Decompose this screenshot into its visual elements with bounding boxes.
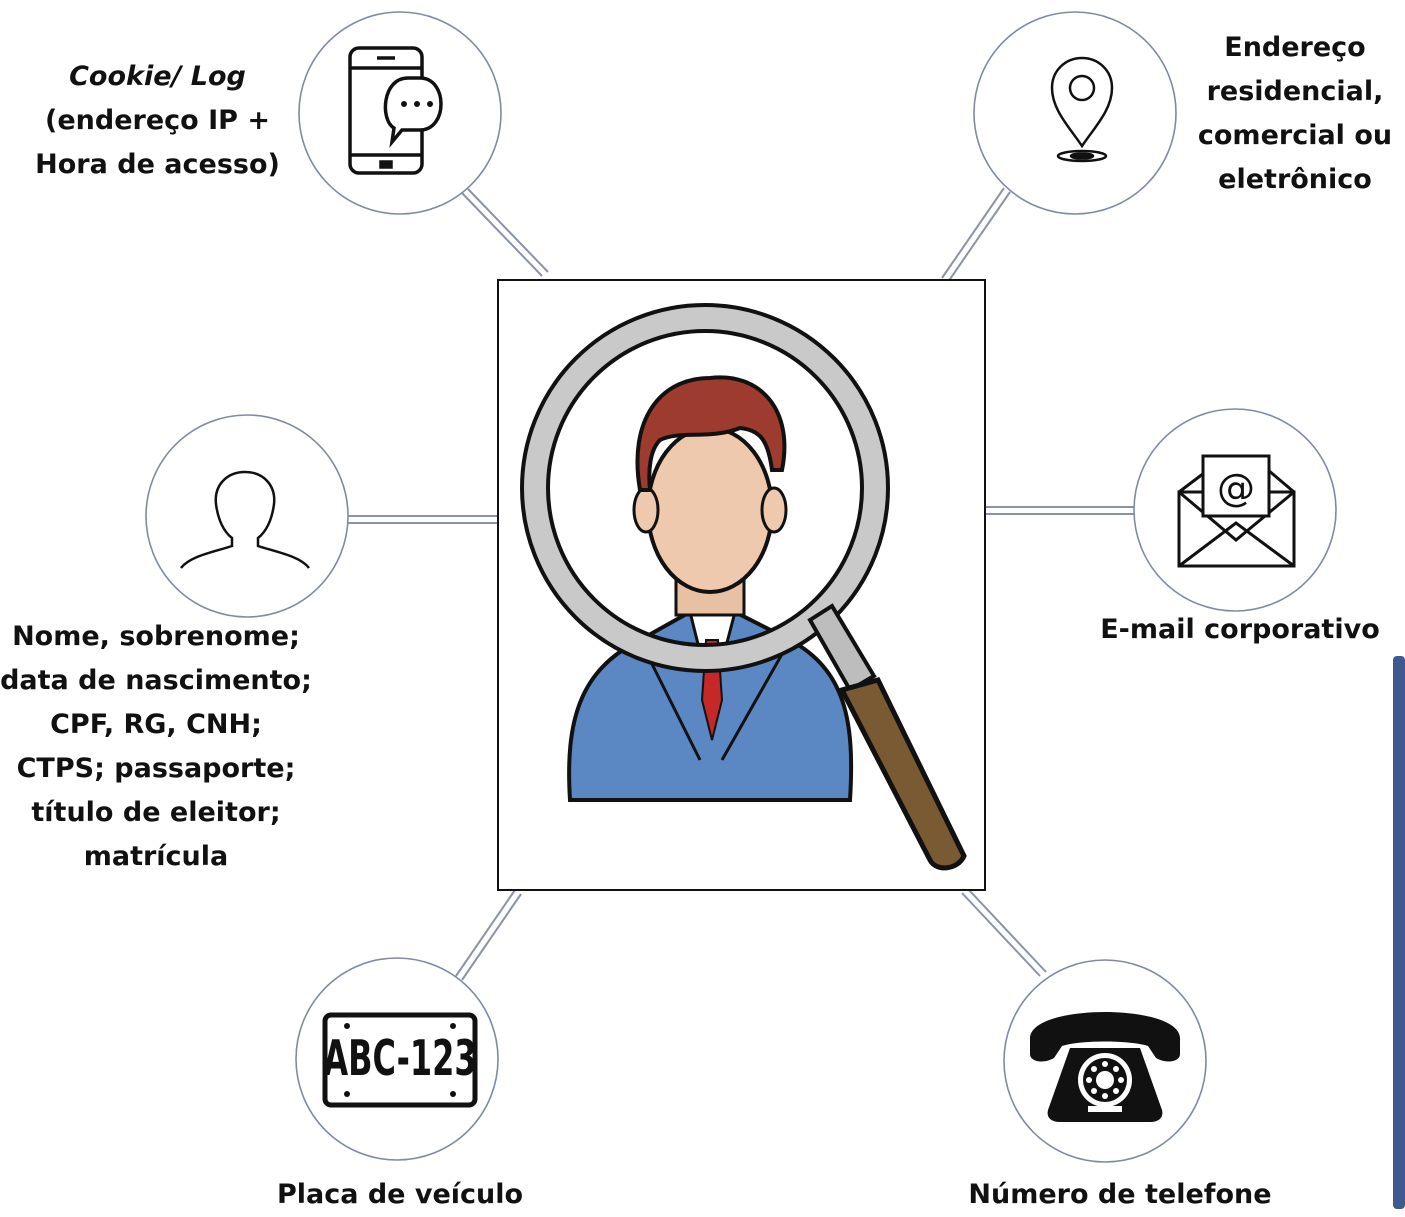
center-image: [497, 279, 986, 891]
label-placa: Placa de veículo: [260, 1173, 540, 1217]
label-email-line-1: E-mail corporativo: [1100, 614, 1380, 645]
connector-endereco: [941, 187, 1011, 283]
label-nome-line-3: CPF, RG, CNH;: [50, 709, 262, 740]
label-nome: Nome, sobrenome; data de nascimento; CPF…: [0, 615, 312, 879]
svg-text:@: @: [1217, 466, 1255, 510]
envelope-at-icon: @: [1177, 454, 1296, 568]
license-plate-icon: ABC-123: [322, 1012, 478, 1108]
person-outline-icon: [180, 470, 310, 569]
connector-placa: [455, 889, 522, 981]
label-cookie-line-3: Hora de acesso): [35, 149, 280, 180]
smartphone-chat-icon: [348, 46, 443, 175]
rotary-telephone-icon: [1029, 1012, 1181, 1122]
label-cookie-line-2: (endereço IP +: [45, 105, 270, 136]
label-cookie: Cookie/ Log (endereço IP + Hora de acess…: [20, 55, 295, 187]
connector-email: [986, 506, 1134, 515]
connector-cookie: [461, 188, 549, 277]
label-cookie-line-1: Cookie/ Log: [69, 61, 246, 92]
person-magnifying-glass-icon: [520, 303, 967, 871]
accent-bar: [1393, 656, 1405, 1209]
label-email: E-mail corporativo: [1090, 608, 1390, 652]
label-placa-line-1: Placa de veículo: [276, 1179, 524, 1210]
label-endereco-line-2: residencial,: [1206, 76, 1384, 107]
node-circle-nome: [145, 414, 349, 618]
label-endereco-line-1: Endereço: [1224, 32, 1366, 63]
connectors: [348, 187, 1134, 981]
label-nome-line-4: CTPS; passaporte;: [16, 753, 296, 784]
label-endereco-line-3: comercial ou: [1197, 120, 1393, 151]
label-telefone-line-1: Número de telefone: [968, 1179, 1272, 1210]
connector-nome: [348, 515, 497, 524]
label-nome-line-2: data de nascimento;: [0, 665, 312, 696]
label-endereco-line-4: eletrônico: [1218, 164, 1372, 195]
location-pin-icon: [1050, 56, 1114, 163]
label-nome-line-1: Nome, sobrenome;: [12, 621, 300, 652]
connector-telefone: [961, 888, 1047, 977]
label-endereco: Endereço residencial, comercial ou eletr…: [1185, 26, 1405, 202]
label-nome-line-6: matrícula: [83, 841, 229, 872]
label-nome-line-5: título de eleitor;: [31, 797, 281, 828]
plate-text: ABC-123: [323, 1030, 476, 1087]
node-circle-endereco: [973, 11, 1177, 215]
label-telefone: Número de telefone: [960, 1173, 1280, 1217]
